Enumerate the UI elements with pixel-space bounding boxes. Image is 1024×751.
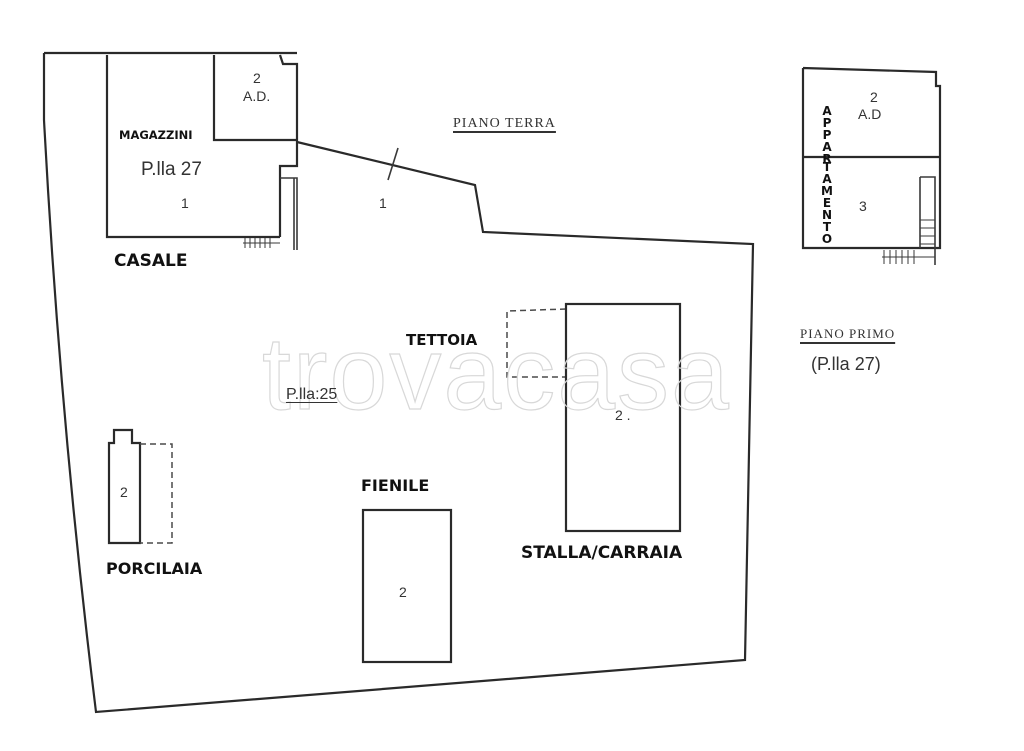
casale-room-number: 1 xyxy=(181,195,189,211)
appartamento-label-part2: TAMENTO xyxy=(820,160,834,244)
casale-parcel-label: P.lla 27 xyxy=(141,159,202,180)
appartamento-ad-label: A.D xyxy=(858,106,882,122)
stalla-number: 2 . xyxy=(615,407,631,423)
first-floor-title: PIANO PRIMO xyxy=(800,326,896,341)
fienile-outline xyxy=(361,508,453,664)
fienile-label: FIENILE xyxy=(361,476,430,495)
tettoia-outline xyxy=(506,308,567,378)
appartamento-outline xyxy=(801,66,942,265)
courtyard-parcel-label: P.lla:25 xyxy=(286,386,338,403)
casale-building xyxy=(105,54,299,250)
magazzini-label: MAGAZZINI xyxy=(119,128,193,142)
appartamento-label-part1: APPAR xyxy=(820,104,834,164)
watermark-logo: trovacasa xyxy=(261,316,731,432)
boundary-tick xyxy=(387,147,399,181)
ground-floor-title: PIANO TERRA xyxy=(453,116,556,131)
fienile-number: 2 xyxy=(399,584,407,600)
casale-ad-number: 2 xyxy=(253,70,261,86)
appartamento-ad-number: 2 xyxy=(870,89,878,105)
porcilaia-number: 2 xyxy=(120,484,128,500)
porcilaia-label: PORCILAIA xyxy=(106,559,203,578)
stair-hatch-icon xyxy=(882,219,935,264)
first-floor-parcel: (P.lla 27) xyxy=(811,354,881,374)
appartamento-room-number: 3 xyxy=(859,198,867,214)
stalla-outline xyxy=(564,302,682,533)
stalla-label: STALLA/CARRAIA xyxy=(521,543,683,563)
casale-label: CASALE xyxy=(114,251,188,271)
porcilaia-outline xyxy=(107,428,173,545)
site-boundary xyxy=(42,51,755,714)
stair-hatch-icon xyxy=(243,238,280,248)
courtyard-area-number: 1 xyxy=(379,195,387,211)
casale-ad-label: A.D. xyxy=(243,88,271,104)
tettoia-label: TETTOIA xyxy=(406,331,478,349)
